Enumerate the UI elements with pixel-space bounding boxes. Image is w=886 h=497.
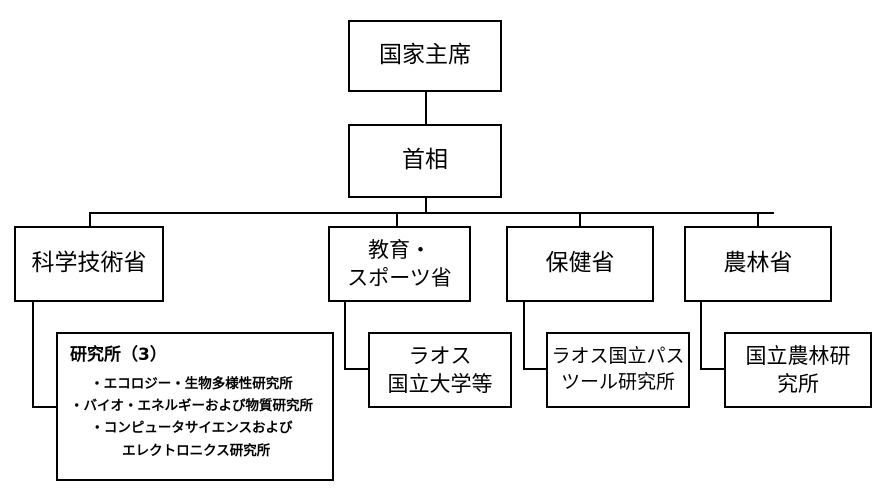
education-ministry-label-2: スポーツ省: [347, 266, 452, 290]
agri-institute-label-2: 究所: [777, 372, 819, 396]
science-labs-list: ・エコロジー・生物多様性研究所 ・バイオ・エネルギーおよび物質研究所 ・コンピュ…: [70, 373, 313, 462]
connector-education-university: [344, 300, 346, 370]
president-label: 国家主席: [379, 42, 471, 69]
agri-institute-label-1: 国立農林研: [745, 343, 851, 368]
agriculture-ministry-box: 農林省: [684, 226, 832, 302]
science-ministry-label: 科学技術省: [31, 250, 147, 277]
lab-item-electronics: エレクトロニクス研究所: [112, 442, 271, 459]
connector-bus-health: [579, 212, 581, 228]
connector-pm-bus: [425, 198, 427, 214]
connector-agriculture-institute-h: [700, 368, 724, 370]
connector-science-labs-h: [32, 406, 56, 408]
connector-president-pm: [425, 90, 427, 126]
pasteur-institute-box: ラオス国立パス ツール研究所: [546, 332, 690, 408]
connector-bus-agriculture: [757, 212, 759, 228]
agriculture-ministry-label: 農林省: [723, 250, 793, 277]
lab-item-bioenergy: ・バイオ・エネルギーおよび物質研究所: [70, 398, 313, 415]
connector-science-labs: [32, 300, 34, 408]
connector-bus-education: [396, 212, 398, 228]
lab-item-computer-science: ・コンピュータサイエンスおよび: [90, 420, 293, 437]
science-labs-box: 研究所（3） ・エコロジー・生物多様性研究所 ・バイオ・エネルギーおよび物質研究…: [56, 332, 334, 481]
education-ministry-label-1: 教育・: [368, 237, 431, 262]
connector-agriculture-institute: [700, 300, 702, 370]
president-box: 国家主席: [348, 20, 502, 92]
education-ministry-box: 教育・ スポーツ省: [328, 226, 471, 302]
prime-minister-box: 首相: [348, 124, 502, 198]
connector-education-university-h: [344, 368, 368, 370]
lab-item-ecology: ・エコロジー・生物多様性研究所: [90, 375, 293, 392]
connector-health-pasteur: [523, 300, 525, 370]
connector-bus-science: [89, 212, 91, 228]
university-box: ラオス 国立大学等: [368, 332, 512, 408]
pasteur-institute-label-2: ツール研究所: [560, 371, 675, 393]
science-labs-title: 研究所（3）: [70, 345, 167, 365]
connector-ministry-bus: [89, 212, 774, 214]
agri-institute-box: 国立農林研 究所: [724, 332, 872, 408]
health-ministry-box: 保健省: [506, 226, 654, 302]
connector-health-pasteur-h: [523, 368, 547, 370]
prime-minister-label: 首相: [402, 147, 448, 174]
science-ministry-box: 科学技術省: [14, 226, 164, 302]
pasteur-institute-label-1: ラオス国立パス: [551, 345, 685, 368]
health-ministry-label: 保健省: [545, 250, 615, 277]
university-label-2: 国立大学等: [387, 372, 493, 396]
university-label-1: ラオス: [408, 343, 472, 368]
